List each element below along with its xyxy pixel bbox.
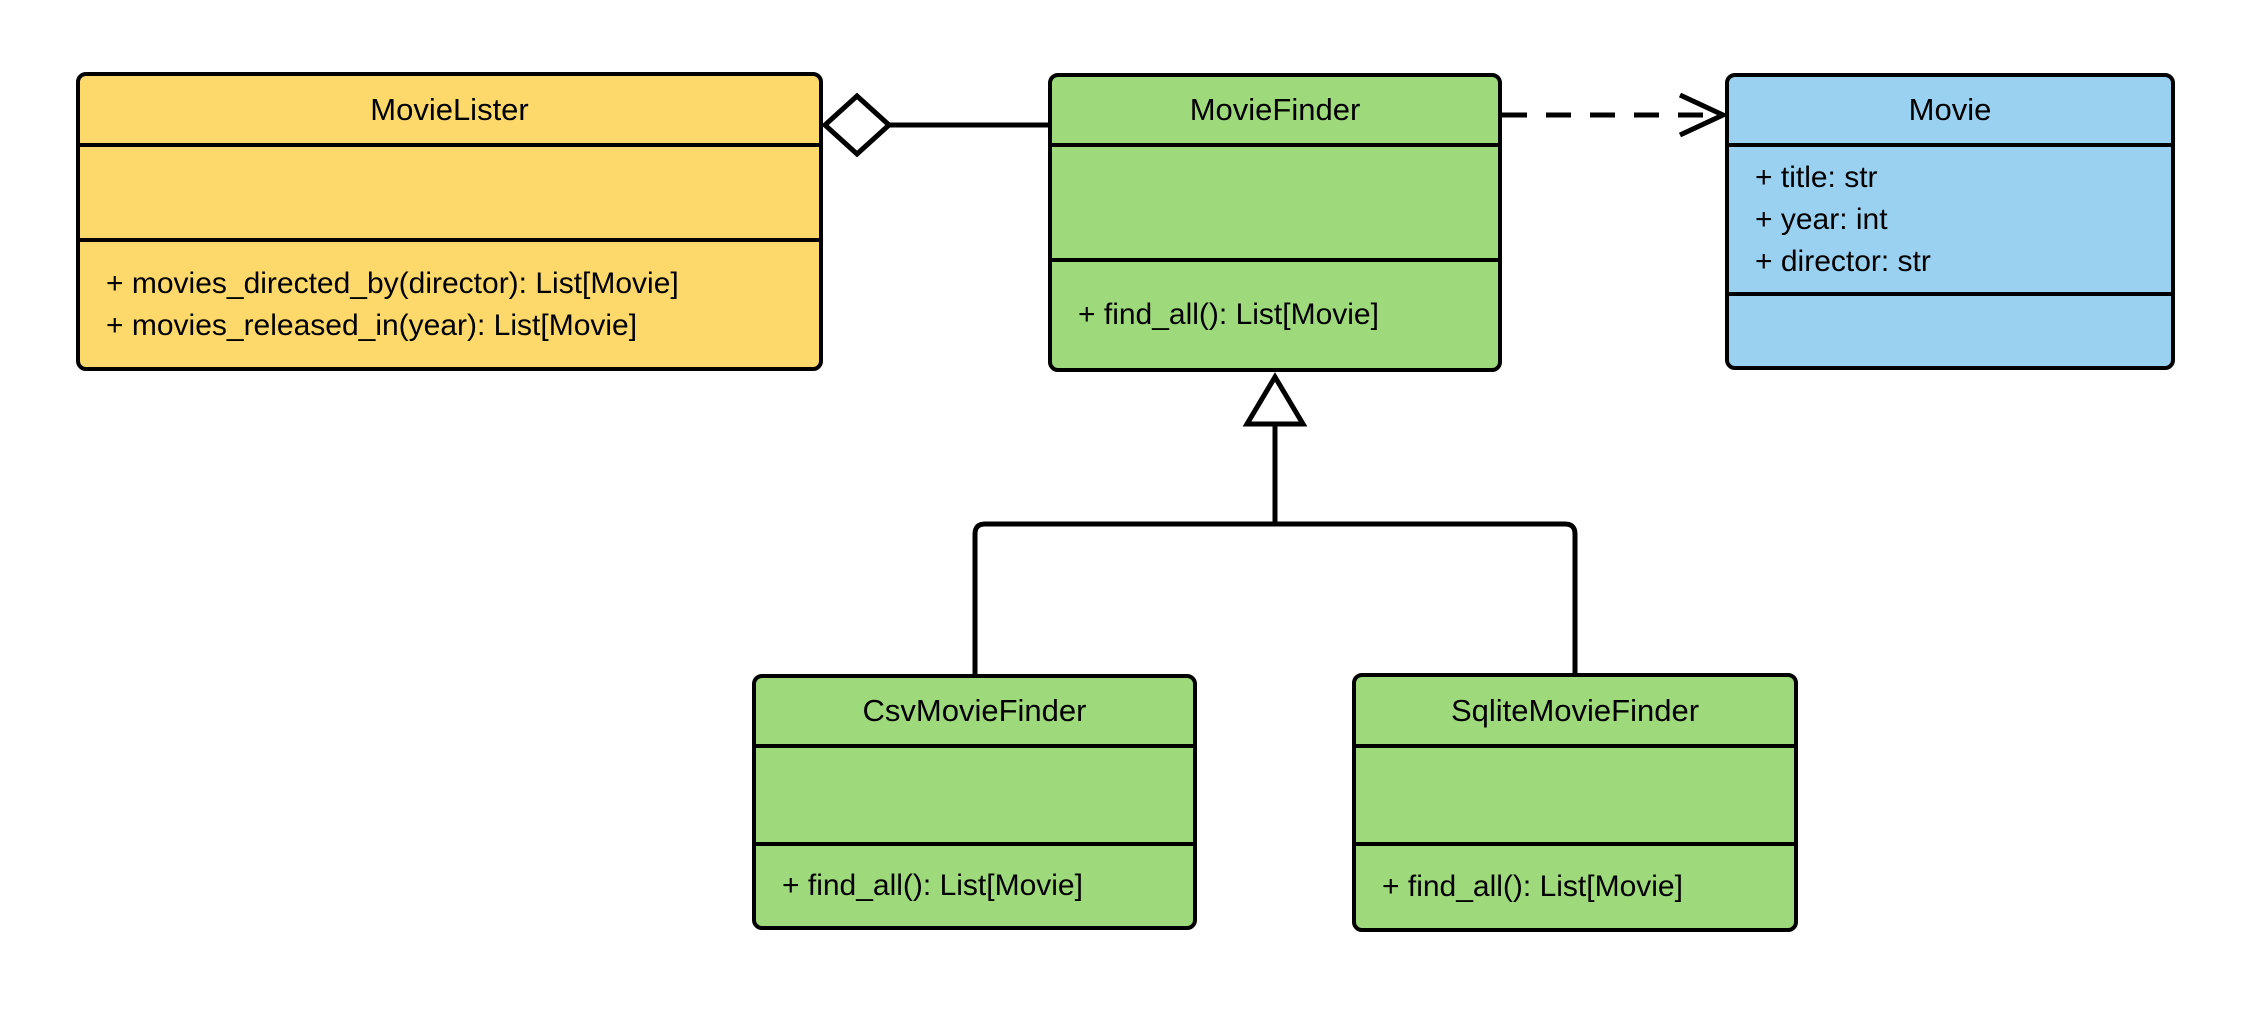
attributes-compartment <box>1052 147 1498 262</box>
attributes-compartment <box>1356 748 1794 846</box>
inheritance-connector <box>972 372 1578 674</box>
methods-compartment: + movies_directed_by(director): List[Mov… <box>80 242 819 367</box>
class-title: SqliteMovieFinder <box>1356 677 1794 748</box>
method-row: + movies_released_in(year): List[Movie] <box>106 308 638 342</box>
attribute-row: + year: int <box>1755 202 1888 236</box>
class-title: MovieFinder <box>1052 77 1498 147</box>
class-title: Movie <box>1729 77 2171 147</box>
class-box-sqlitemoviefinder: SqliteMovieFinder + find_all(): List[Mov… <box>1352 673 1798 932</box>
attributes-compartment <box>756 748 1193 846</box>
class-title: CsvMovieFinder <box>756 678 1193 748</box>
method-row: + find_all(): List[Movie] <box>782 869 1083 902</box>
methods-compartment: + find_all(): List[Movie] <box>1356 846 1794 928</box>
methods-compartment: + find_all(): List[Movie] <box>756 846 1193 926</box>
aggregation-diamond-icon <box>821 92 893 158</box>
attribute-row: + title: str <box>1755 160 1878 194</box>
method-row: + find_all(): List[Movie] <box>1078 298 1379 331</box>
class-box-moviefinder: MovieFinder + find_all(): List[Movie] <box>1048 73 1502 372</box>
attributes-compartment: + title: str + year: int + director: str <box>1729 147 2171 296</box>
dependency-connector <box>1502 92 1729 138</box>
inheritance-branch-line <box>972 521 1578 674</box>
class-title: MovieLister <box>80 76 819 147</box>
dependency-open-arrow-icon <box>1678 92 1729 138</box>
methods-compartment <box>1729 296 2171 366</box>
method-row: + movies_directed_by(director): List[Mov… <box>106 266 679 300</box>
class-box-csvmoviefinder: CsvMovieFinder + find_all(): List[Movie] <box>752 674 1197 930</box>
class-box-movie: Movie + title: str + year: int + directo… <box>1725 73 2175 370</box>
inheritance-triangle-icon <box>1242 372 1308 427</box>
method-row: + find_all(): List[Movie] <box>1382 870 1683 903</box>
methods-compartment: + find_all(): List[Movie] <box>1052 262 1498 368</box>
attribute-row: + director: str <box>1755 244 1931 278</box>
class-box-movielister: MovieLister + movies_directed_by(directo… <box>76 72 823 371</box>
attributes-compartment <box>80 147 819 242</box>
aggregation-connector <box>821 92 1048 158</box>
